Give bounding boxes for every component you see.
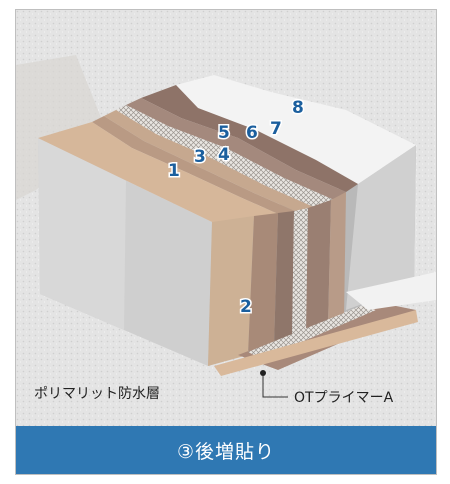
membrane-label: ポリマリット防水層 [34, 386, 160, 402]
layer-number-7: 7 [270, 119, 282, 139]
layer-3-top [92, 116, 304, 220]
layer-5-mesh [116, 105, 334, 208]
side-layer-1 [208, 216, 254, 366]
layer-number-8: 8 [292, 98, 304, 118]
primer-leader-dot [260, 370, 266, 376]
caption-title: ③後増貼り [176, 440, 276, 463]
block-side-light [346, 145, 416, 310]
layer-number-3: 3 [194, 147, 206, 167]
layer-7-top [141, 85, 358, 192]
layer-number-2: 2 [240, 297, 252, 317]
side-layer-5 [328, 192, 346, 326]
primer-layer [214, 310, 418, 376]
caption-bar: ③後増貼り [16, 426, 436, 474]
side-layer-4 [306, 200, 331, 335]
layer-number-6: 6 [246, 123, 258, 143]
layer-8-top [176, 75, 416, 184]
white-edge-strip [346, 272, 436, 310]
figure-frame: 1 3 4 5 6 7 8 2 ポリマリット防水層 OTプライマーA ③後増貼り [15, 9, 437, 475]
layer-1-top [38, 122, 292, 222]
block-front-face-shade [38, 138, 126, 330]
layer-diagram: 1 3 4 5 6 7 8 2 ポリマリット防水層 OTプライマーA [16, 10, 436, 426]
layer-number-4: 4 [218, 145, 230, 165]
primer-leader-line [262, 376, 288, 398]
side-layer-2 [248, 213, 278, 355]
layer-6-top [126, 98, 346, 200]
side-layer-3 [274, 211, 294, 346]
layer-number-1: 1 [168, 161, 180, 181]
side-layer-mesh [292, 208, 308, 340]
bottom-layer-mesh [248, 306, 376, 359]
primer-label: OTプライマーA [294, 390, 394, 406]
layer-4-top [104, 110, 316, 215]
layer-number-5: 5 [218, 123, 230, 143]
